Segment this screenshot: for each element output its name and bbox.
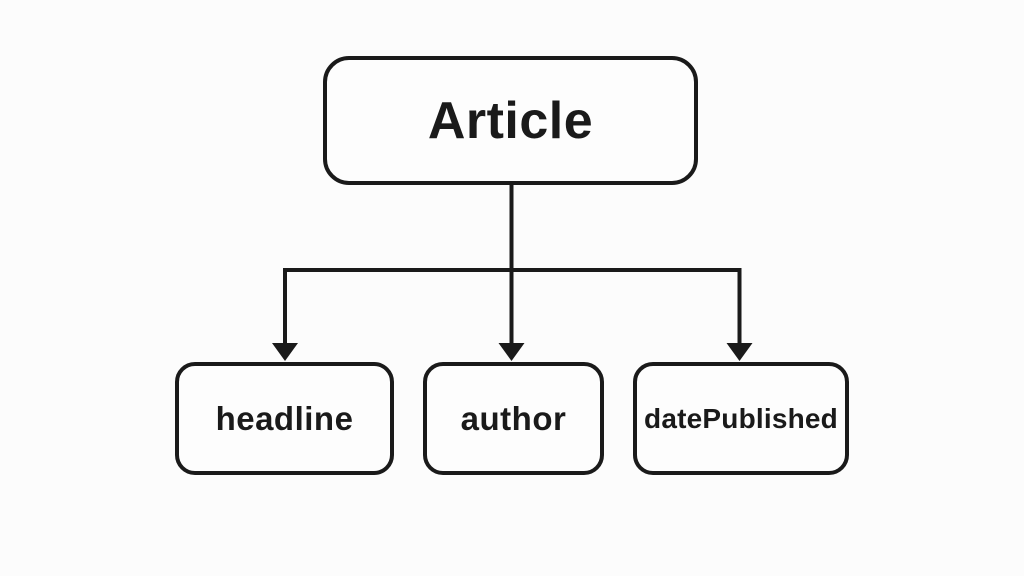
node-datepublished-label: datePublished	[644, 402, 838, 434]
node-article: Article	[323, 56, 698, 185]
arrow-down-icon	[726, 343, 753, 361]
arrow-down-icon	[498, 343, 525, 361]
node-author-label: author	[460, 399, 567, 437]
node-article-label: Article	[427, 91, 594, 150]
node-datepublished: datePublished	[633, 362, 849, 475]
node-author: author	[423, 362, 604, 475]
node-headline-label: headline	[215, 399, 354, 437]
connector-stem	[283, 185, 742, 345]
arrow-down-icon	[272, 343, 298, 361]
node-headline: headline	[175, 362, 394, 475]
